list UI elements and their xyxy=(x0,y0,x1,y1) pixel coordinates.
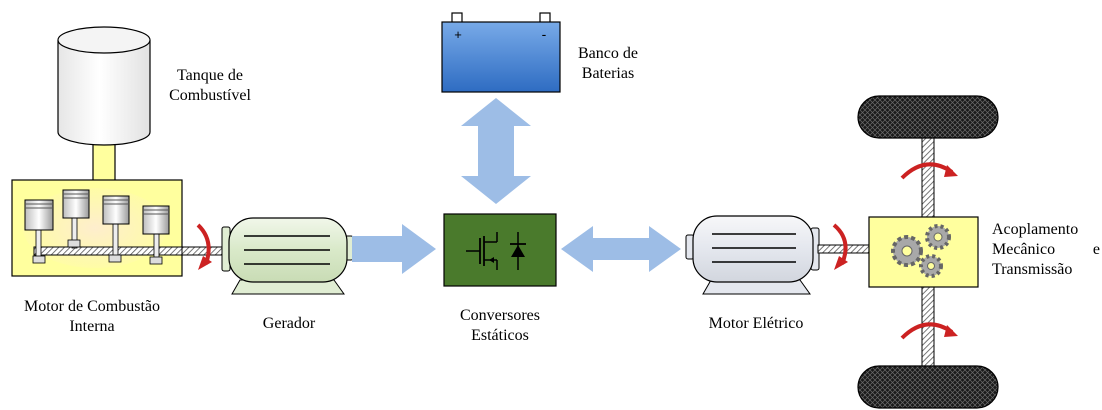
electric-motor-icon xyxy=(685,215,820,295)
battery-positive-sign: + xyxy=(454,27,462,42)
label-engine: Motor de Combustão Interna xyxy=(10,297,174,337)
rotation-arrow-icon xyxy=(900,162,958,180)
transistor-icon xyxy=(466,232,498,270)
coupling-box xyxy=(868,216,979,288)
label-line: Transmissão xyxy=(992,261,1073,278)
label-line: Motor de Combustão xyxy=(24,298,160,315)
wheel-icon xyxy=(857,95,999,139)
label-line: Tanque de xyxy=(177,67,243,84)
wheel-icon xyxy=(857,365,999,409)
label-line: Conversores xyxy=(460,307,540,324)
battery-icon xyxy=(441,12,561,93)
battery-negative-sign: - xyxy=(542,26,547,42)
label-line: Gerador xyxy=(262,315,316,332)
rotation-arrow-icon xyxy=(900,322,958,340)
label-line: Acoplamento xyxy=(992,221,1079,238)
label-line: Combustível xyxy=(169,87,251,104)
label-line: Motor Elétrico xyxy=(708,315,804,332)
label-line: Banco de xyxy=(578,45,638,62)
rotation-arrow-icon xyxy=(832,223,848,270)
flow-arrow-converter-motor xyxy=(561,226,681,272)
diode-icon xyxy=(510,232,526,270)
label-coupling: Acoplamento Mecânico e Transmissão xyxy=(992,220,1100,280)
label-line: Baterias xyxy=(581,65,635,82)
label-generator: Gerador xyxy=(244,314,334,334)
flow-arrow-battery-converter xyxy=(461,98,531,204)
generator-icon xyxy=(221,217,354,295)
piston-icon xyxy=(24,189,170,235)
label-line: Interna xyxy=(69,318,115,335)
label-converters: Conversores Estáticos xyxy=(440,306,560,346)
label-electric-motor: Motor Elétrico xyxy=(696,314,816,334)
shaft xyxy=(181,246,223,256)
label-battery-bank: Banco de Baterias xyxy=(562,44,654,84)
label-fuel-tank: Tanque de Combustível xyxy=(148,66,272,106)
converter-box xyxy=(443,213,557,287)
label-line: Estáticos xyxy=(471,327,529,344)
rotation-arrow-icon xyxy=(196,223,212,270)
gears-icon xyxy=(891,224,951,278)
fuel-tank-icon xyxy=(57,26,151,185)
flow-arrow-generator-converter xyxy=(352,224,436,274)
label-line: Mecânico e xyxy=(992,241,1100,258)
